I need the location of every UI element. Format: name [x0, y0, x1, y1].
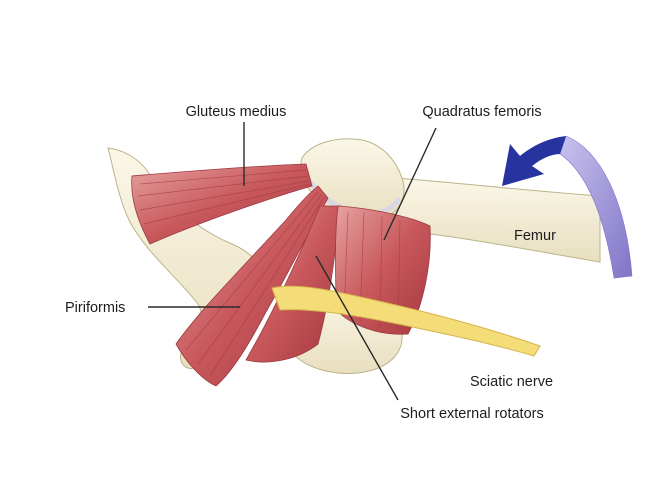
- gluteus-fibers: [137, 169, 311, 225]
- leader-quadratus-femoris: [383, 127, 437, 241]
- label-femur: Femur: [514, 228, 556, 244]
- label-quadratus-femoris: Quadratus femoris: [422, 104, 541, 120]
- gluteus-medius-muscle: [131, 163, 313, 245]
- piriformis-fibers: [185, 191, 326, 377]
- leader-short-external-rotators: [315, 255, 399, 401]
- rotation-arrow-band: [559, 135, 633, 279]
- label-piriformis: Piriformis: [65, 300, 125, 316]
- label-sciatic-nerve: Sciatic nerve: [470, 374, 553, 390]
- label-gluteus-medius: Gluteus medius: [186, 104, 287, 120]
- sciatic-nerve: [271, 285, 541, 357]
- label-short-external-rotators: Short external rotators: [400, 406, 543, 422]
- rotation-arrow-icon: [502, 136, 566, 186]
